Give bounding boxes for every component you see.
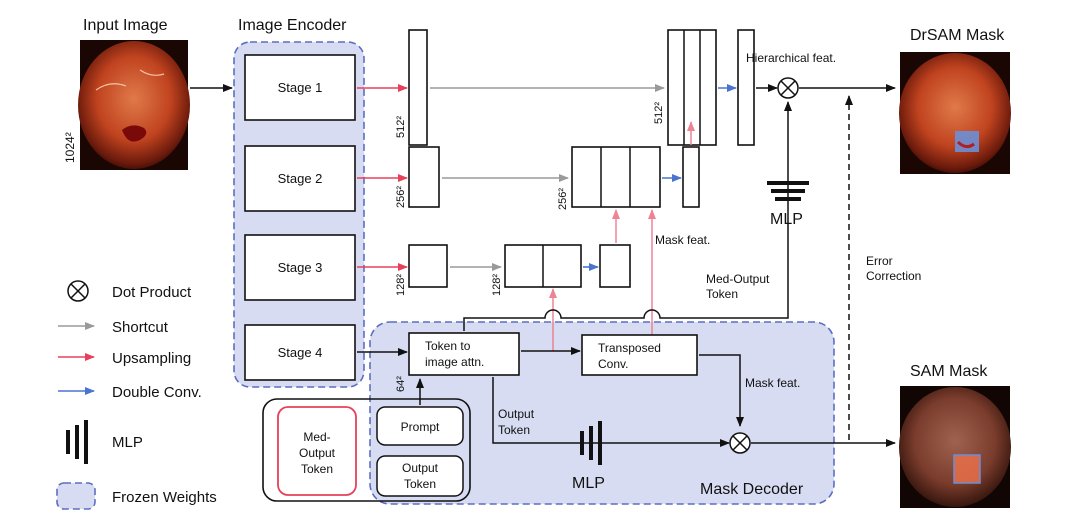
stage-3-block: Stage 3 <box>244 234 356 301</box>
svg-text:Token: Token <box>404 477 436 491</box>
drsam-mask-title: DrSAM Mask <box>910 27 1005 44</box>
frozen-swatch-icon <box>56 482 96 510</box>
transposed-conv-block: Transposed Conv. <box>581 334 698 376</box>
stage-1-block: Stage 1 <box>244 54 356 121</box>
token-to-image-attn-block: Token to image attn. <box>408 332 520 376</box>
svg-text:Frozen Weights: Frozen Weights <box>112 489 217 506</box>
input-image-title: Input Image <box>83 17 168 34</box>
med-output-token-box: Med- Output Token <box>277 406 357 496</box>
output-token-path <box>492 377 730 447</box>
svg-text:Prompt: Prompt <box>401 420 440 434</box>
size-128-label-b: 128² <box>491 274 503 296</box>
svg-text:Transposed: Transposed <box>598 341 661 355</box>
svg-text:Output: Output <box>299 446 336 460</box>
concat-features-256 <box>571 146 661 208</box>
svg-text:Stage 2: Stage 2 <box>278 171 323 186</box>
mlp-bottom-label: MLP <box>572 475 605 492</box>
svg-text:Token to: Token to <box>425 339 471 353</box>
output-token-label-1: Output <box>498 407 535 421</box>
drsam-mask-image <box>899 52 1011 174</box>
mlp-bottom-icon <box>580 421 602 465</box>
svg-text:Token: Token <box>301 462 333 476</box>
feature-map-256-a <box>408 146 440 208</box>
mask-feat-label-bottom: Mask feat. <box>745 376 800 390</box>
dot-product-bottom-icon <box>729 432 751 454</box>
size-256-label-a: 256² <box>395 186 407 208</box>
mask-decoder-title: Mask Decoder <box>700 481 804 498</box>
legend-double-conv: Double Conv. <box>58 384 202 401</box>
svg-text:Stage 3: Stage 3 <box>278 260 323 275</box>
med-output-label-2: Token <box>706 287 738 301</box>
legend: Dot Product Shortcut Upsampling Double C… <box>56 280 217 510</box>
mask-feat-label-top: Mask feat. <box>655 233 710 247</box>
hierarchical-feat-label: Hierarchical feat. <box>746 51 836 65</box>
feature-map-512-a <box>408 29 428 146</box>
svg-text:Stage 1: Stage 1 <box>278 80 323 95</box>
svg-text:Med-: Med- <box>303 430 330 444</box>
stage-4-block: Stage 4 <box>244 324 356 381</box>
legend-frozen: Frozen Weights <box>56 482 217 510</box>
prompt-token-box: Prompt <box>376 406 464 446</box>
svg-text:Double Conv.: Double Conv. <box>112 384 202 401</box>
mlp-top-label: MLP <box>770 211 803 228</box>
dot-product-icon <box>67 280 89 302</box>
feature-map-128-a <box>408 244 448 288</box>
token-group-box <box>262 398 471 502</box>
output-token-box: Output Token <box>376 455 464 497</box>
legend-dot-product: Dot Product <box>67 280 192 302</box>
svg-text:MLP: MLP <box>112 434 143 451</box>
output-token-label-2: Token <box>498 423 530 437</box>
sam-mask-image <box>899 386 1011 508</box>
svg-text:Dot Product: Dot Product <box>112 284 192 301</box>
mlp-top-icon <box>767 181 809 201</box>
legend-mlp: MLP <box>66 420 143 464</box>
concat-features-128 <box>504 244 582 288</box>
legend-upsampling: Upsampling <box>58 350 191 367</box>
size-64-label: 64² <box>395 376 407 392</box>
svg-text:image attn.: image attn. <box>425 355 484 369</box>
svg-text:Stage 4: Stage 4 <box>278 345 323 360</box>
transposed-to-dot-arrow <box>699 354 744 427</box>
size-256-label-b: 256² <box>557 188 569 210</box>
hierarchical-feature-map <box>737 29 755 146</box>
error-correction-label-1: Error <box>866 254 893 268</box>
size-128-label-a: 128² <box>395 274 407 296</box>
size-512-label-b: 512² <box>653 102 665 124</box>
error-correction-label-2: Correction <box>866 269 921 283</box>
image-encoder-title: Image Encoder <box>238 17 347 34</box>
input-image <box>78 40 190 170</box>
svg-text:Conv.: Conv. <box>598 357 628 371</box>
mlp-icon <box>66 420 88 464</box>
svg-text:Shortcut: Shortcut <box>112 319 169 336</box>
svg-text:Upsampling: Upsampling <box>112 350 191 367</box>
med-output-token-path <box>463 101 792 331</box>
svg-text:Output: Output <box>402 461 439 475</box>
sam-mask-title: SAM Mask <box>910 363 988 380</box>
dot-product-top-icon <box>777 77 799 99</box>
med-output-label-1: Med-Output <box>706 272 770 286</box>
stage-2-block: Stage 2 <box>244 145 356 212</box>
feature-map-256-b <box>682 146 700 208</box>
legend-shortcut: Shortcut <box>58 319 169 336</box>
input-size-label: 1024² <box>63 132 77 163</box>
concat-features-512 <box>667 29 717 146</box>
size-512-label-a: 512² <box>395 116 407 138</box>
feature-map-128-b <box>599 244 631 288</box>
